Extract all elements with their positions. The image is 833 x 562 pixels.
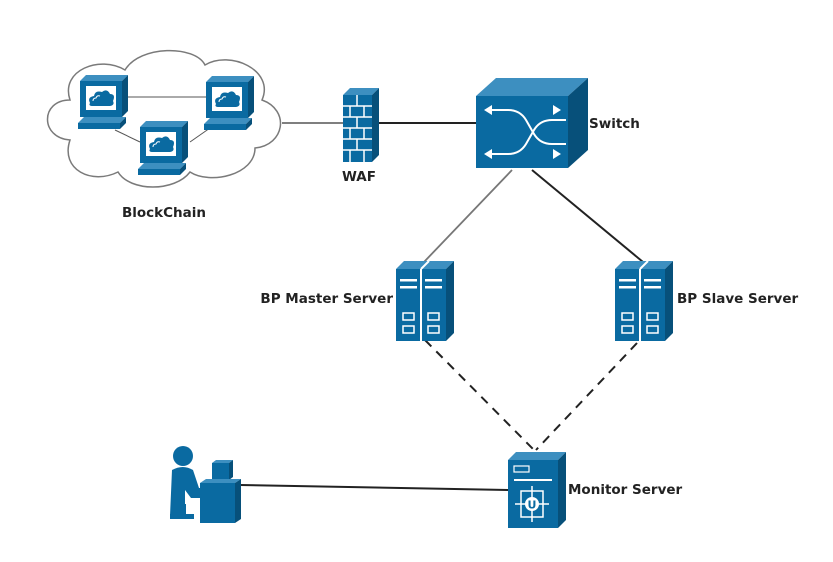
waf-node[interactable]: WAF [342, 88, 379, 185]
monitor-server-label: Monitor Server [568, 482, 683, 498]
pc-icon [137, 120, 189, 176]
link-switch-bp-master [423, 169, 513, 263]
link-switch-bp-slave [531, 169, 644, 263]
operator-node[interactable] [170, 446, 241, 523]
pc-icon [203, 75, 255, 131]
switch-icon [476, 78, 588, 168]
link-operator-monitor [239, 484, 509, 491]
bp-master-server-node[interactable]: BP Master Server [260, 260, 455, 342]
blockchain-node[interactable]: BlockChain [46, 49, 282, 221]
waf-label: WAF [342, 169, 376, 185]
monitor-server-node[interactable]: U Monitor Server [508, 452, 683, 528]
server-rack-icon [614, 260, 674, 342]
link-bp-slave-monitor [535, 342, 638, 451]
server-rack-icon [395, 260, 455, 342]
bp-slave-server-node[interactable]: BP Slave Server [614, 260, 798, 342]
switch-node[interactable]: Switch [476, 78, 640, 168]
pc-icon [77, 74, 129, 130]
switch-label: Switch [589, 116, 640, 132]
svg-text:U: U [528, 499, 537, 512]
firewall-icon [343, 88, 379, 162]
blockchain-label: BlockChain [122, 205, 206, 221]
cloud-link [114, 129, 141, 143]
monitor-server-icon: U [508, 452, 566, 528]
user-workstation-icon [170, 446, 241, 523]
bp-slave-server-label: BP Slave Server [677, 291, 798, 307]
cloud-link [189, 127, 211, 143]
bp-master-server-label: BP Master Server [260, 291, 393, 307]
connections [239, 122, 644, 491]
link-bp-master-monitor [424, 339, 535, 451]
